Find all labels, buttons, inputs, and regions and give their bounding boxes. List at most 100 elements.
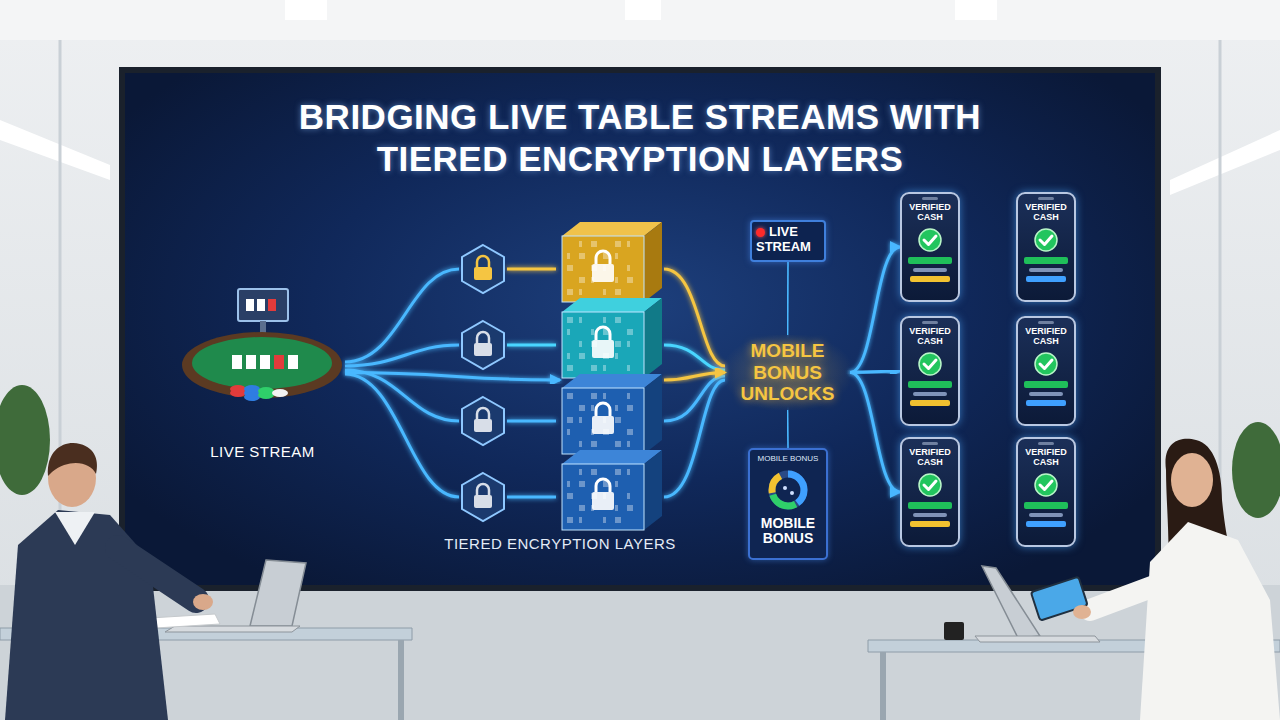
encryption-cubes-part-part (579, 441, 582, 447)
flow-connector (664, 373, 725, 381)
detail-bar (1029, 513, 1063, 517)
phone-heading: VERIFIED CASH (904, 447, 956, 468)
encryption-cubes-part-part (627, 365, 630, 371)
flow-connector (787, 262, 789, 335)
encryption-cubes-part-part (567, 417, 573, 423)
encryption-cubes-part-part (615, 341, 621, 347)
left-desk-part (398, 640, 404, 720)
lock-hexagon (462, 321, 504, 369)
encryption-cubes-part-part (615, 469, 621, 475)
floor (0, 585, 1280, 720)
lock-hexagon-part (477, 332, 489, 343)
lock-hexagon-part (462, 473, 504, 521)
presenter-man-part (48, 449, 96, 507)
bonus-hub: MOBILE BONUS UNLOCKS (725, 335, 850, 410)
lock-hexagon-part (462, 245, 504, 293)
encryption-cubes-part-part (567, 353, 570, 359)
poker-table-illustration-part-part (258, 387, 274, 395)
flow-connector (850, 373, 900, 493)
encryption-cubes-part-part (591, 241, 597, 247)
encryption-cubes-part-part (567, 365, 573, 371)
verified-check-icon-part-part (924, 236, 936, 245)
presenter-man-part (5, 510, 168, 720)
presenter-man (5, 443, 213, 720)
amount-bar (908, 502, 952, 509)
encryption-cubes-part-part (615, 353, 618, 359)
stream-line (507, 420, 556, 423)
encryption-cubes-part-part (615, 253, 618, 259)
presenter-man-part (193, 594, 213, 610)
lock-hexagon-part (462, 397, 504, 445)
encryption-cubes-part-part (591, 405, 594, 411)
stream-line (664, 376, 725, 421)
poker-table-illustration (180, 285, 345, 429)
bonus-ring-icon-part-part (783, 486, 787, 490)
amount-bar (1024, 381, 1068, 388)
encryption-cubes-part-part (644, 298, 662, 378)
mobile-bonus-box: MOBILE BONUSMOBILE BONUS (748, 448, 828, 560)
encryption-cubes-part-part (615, 289, 621, 295)
glass-partition (59, 40, 62, 600)
encryption-cubes-part-part (579, 317, 582, 323)
phone-notch (922, 321, 938, 324)
encryption-cubes-part-part (567, 253, 570, 259)
phone-notch (922, 442, 938, 445)
left-desk-part (0, 628, 412, 640)
poker-table-illustration-part-part (230, 385, 246, 393)
bonus-ring-icon-part-part (772, 474, 804, 506)
phone-card: VERIFIED CASH (1016, 192, 1076, 302)
encryption-cubes-part-part (579, 353, 585, 359)
phone-heading: VERIFIED CASH (1020, 202, 1072, 223)
left-desk-part (150, 614, 220, 628)
verified-check-icon-part-part (924, 360, 936, 369)
encryption-cubes-part-part (615, 417, 621, 423)
glass-partition (1219, 40, 1222, 600)
presenter-woman-part (1073, 605, 1091, 619)
encryption-cubes-part-part (603, 317, 606, 323)
verified-check-icon-part-part (1035, 474, 1057, 496)
left-desk-part (165, 626, 300, 632)
bonus-ring-icon-part-part (790, 491, 794, 495)
lock-hexagon-part (477, 408, 489, 419)
poker-table-illustration-part-part (232, 355, 242, 369)
presenter-woman-part (1171, 453, 1213, 507)
right-desk (868, 566, 1280, 720)
encryption-cubes-part-part (603, 393, 606, 399)
encryption-cubes-part (560, 220, 664, 532)
encryption-cubes-part-part (615, 441, 621, 447)
amount-bar (908, 257, 952, 264)
encryption-cubes-part-part (579, 469, 582, 475)
encryption-cubes-part-part (562, 388, 644, 454)
encryption-cubes-part-part (644, 450, 662, 530)
encryption-cubes-part-part (592, 416, 614, 434)
phone-card: VERIFIED CASH (1016, 437, 1076, 547)
encryption-cubes-part-part (615, 517, 621, 523)
stream-line (345, 269, 459, 362)
encryption-cubes-part-part (644, 374, 662, 454)
amount-bar (1024, 502, 1068, 509)
ceiling-light (285, 0, 327, 20)
balance-bar (910, 276, 950, 282)
verified-check-icon (917, 472, 943, 498)
balance-bar (1026, 400, 1066, 406)
lock-hexagon-part (477, 484, 489, 495)
encryption-cubes-part-part (579, 517, 582, 523)
encryption-cubes-part-part (567, 517, 573, 523)
verified-check-icon-part-part (919, 353, 941, 375)
verified-check-icon (1033, 351, 1059, 377)
encryption-cubes-part-part (627, 277, 633, 283)
phone-card: VERIFIED CASH (1016, 316, 1076, 426)
verified-check-icon-part-part (924, 481, 936, 490)
lock-hexagon (462, 473, 504, 521)
presenter-man-part (118, 548, 196, 600)
poker-table-illustration-part-part (257, 299, 265, 311)
verified-check-icon-part (1033, 472, 1059, 498)
stream-line (664, 380, 725, 497)
poker-table-illustration-part-part (274, 355, 284, 369)
phone-heading: VERIFIED CASH (904, 202, 956, 223)
encryption-cubes-part-part (644, 222, 662, 302)
encryption-cubes-part-part (603, 517, 606, 523)
presenter-man-part (55, 512, 95, 545)
verified-check-icon-part-part (1040, 236, 1052, 245)
